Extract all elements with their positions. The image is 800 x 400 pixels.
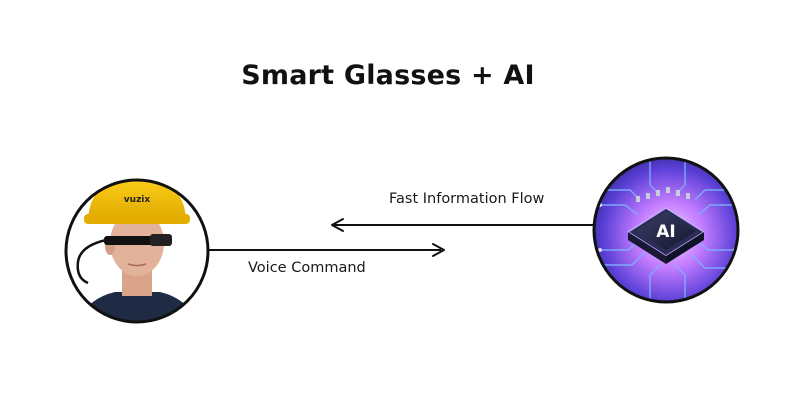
person-smart-glasses-icon: vuzix <box>66 180 208 322</box>
voice-command-arrow <box>208 243 445 257</box>
ai-chip-icon: AI <box>594 158 738 302</box>
chip-label: AI <box>656 222 675 242</box>
person-node: vuzix <box>64 178 210 324</box>
ai-circle-border <box>592 156 740 304</box>
fast-flow-label: Fast Information Flow <box>389 191 545 207</box>
page-title: Smart Glasses + AI <box>241 60 535 91</box>
helmet-brand-text: vuzix <box>124 195 151 205</box>
voice-command-label: Voice Command <box>248 260 366 276</box>
fast-flow-arrow <box>331 218 594 232</box>
ai-node: AI <box>592 156 740 304</box>
